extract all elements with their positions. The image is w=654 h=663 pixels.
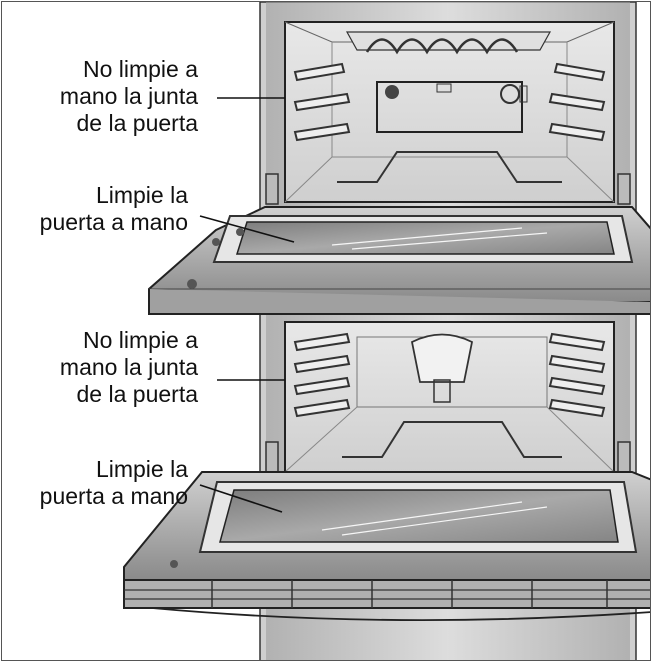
lower-door-hinges — [265, 441, 631, 475]
callout-line: Limpie la — [95, 456, 188, 482]
callout-upper-door: Limpie la puerta a mano — [12, 182, 188, 236]
lower-oven-door — [123, 471, 650, 621]
upper-oven-cavity — [284, 21, 615, 203]
callout-line: puerta a mano — [39, 483, 188, 509]
callout-line: de la puerta — [76, 381, 198, 407]
callout-line: mano la junta — [59, 83, 198, 109]
callout-line: de la puerta — [76, 110, 198, 136]
callout-line: puerta a mano — [39, 209, 188, 235]
callout-line: mano la junta — [59, 354, 198, 380]
callout-line: No limpie a — [82, 327, 198, 353]
callout-upper-gasket: No limpie a mano la junta de la puerta — [12, 56, 198, 137]
upper-oven-door — [148, 206, 650, 315]
lower-oven-cavity — [284, 321, 615, 473]
callout-line: No limpie a — [82, 56, 198, 82]
callout-line: Limpie la — [95, 182, 188, 208]
leader-lines — [199, 97, 295, 513]
leader-upper-door — [199, 215, 295, 243]
callout-lower-door: Limpie la puerta a mano — [12, 456, 188, 510]
leader-lower-door — [199, 484, 283, 513]
callout-lower-gasket: No limpie a mano la junta de la puerta — [12, 327, 198, 408]
upper-door-hinges — [265, 173, 631, 205]
